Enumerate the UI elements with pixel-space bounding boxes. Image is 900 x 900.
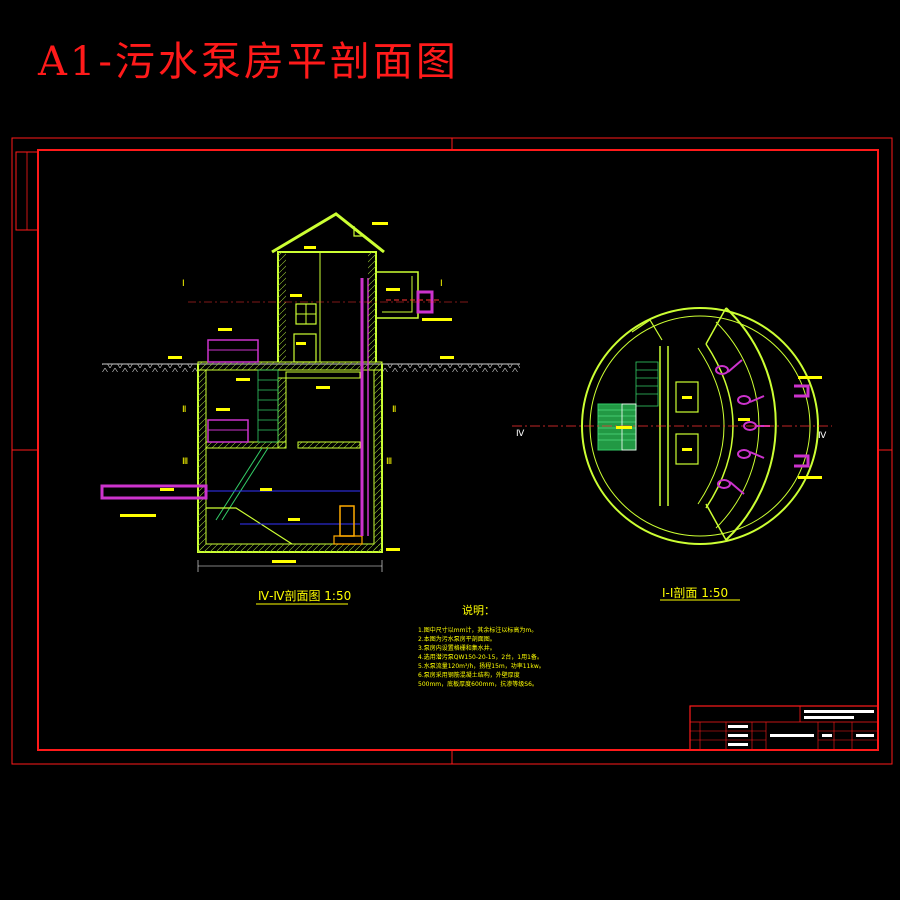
title-block [689, 705, 879, 751]
marker-2-right: Ⅱ [392, 405, 396, 415]
note-line-5: 5.水泵流量120m³/h，扬程15m，功率11kw。 [418, 662, 545, 670]
note-line-6: 6.泵房采用钢筋混凝土结构，外壁厚度 [418, 671, 520, 679]
marker-3-left: Ⅲ [182, 457, 188, 467]
note-line-7: 500mm，底板厚度600mm，抗渗等级S6。 [418, 680, 538, 688]
section-left-caption: Ⅳ-Ⅳ剖面图 1:50 [258, 589, 351, 603]
section-i-i: Ⅳ Ⅳ Ⅰ-Ⅰ剖面 1:50 [512, 307, 832, 601]
notes-heading: 说明： [462, 603, 495, 617]
marker-2-left: Ⅱ [182, 405, 186, 415]
marker-iv-right: Ⅳ [818, 431, 827, 441]
note-line-1: 1.图中尺寸以mm计，其余标注以标高为m。 [418, 626, 537, 634]
marker-iv-left: Ⅳ [516, 429, 525, 439]
marker-1-right: Ⅰ [440, 279, 443, 289]
marker-1-left: Ⅰ [182, 279, 185, 289]
marker-3-right: Ⅲ [386, 457, 392, 467]
page-title: A1-污水泵房平剖面图 [37, 39, 459, 85]
section-iv-iv: Ⅰ Ⅱ Ⅲ Ⅰ Ⅱ Ⅲ Ⅳ-Ⅳ剖面图 1:50 [100, 212, 520, 605]
section-right-caption: Ⅰ-Ⅰ剖面 1:50 [662, 586, 728, 600]
drawing-frame [11, 137, 893, 765]
note-line-4: 4.选用潜污泵QW150-20-15，2台，1用1备。 [418, 653, 543, 661]
note-line-3: 3.泵房内设置格栅和集水井。 [418, 644, 496, 652]
note-line-2: 2.本图为污水泵房平剖面图。 [418, 635, 496, 643]
title-block-text-marks [728, 710, 874, 746]
notes-block: 说明： 1.图中尺寸以mm计，其余标注以标高为m。 2.本图为污水泵房平剖面图。… [418, 603, 545, 688]
